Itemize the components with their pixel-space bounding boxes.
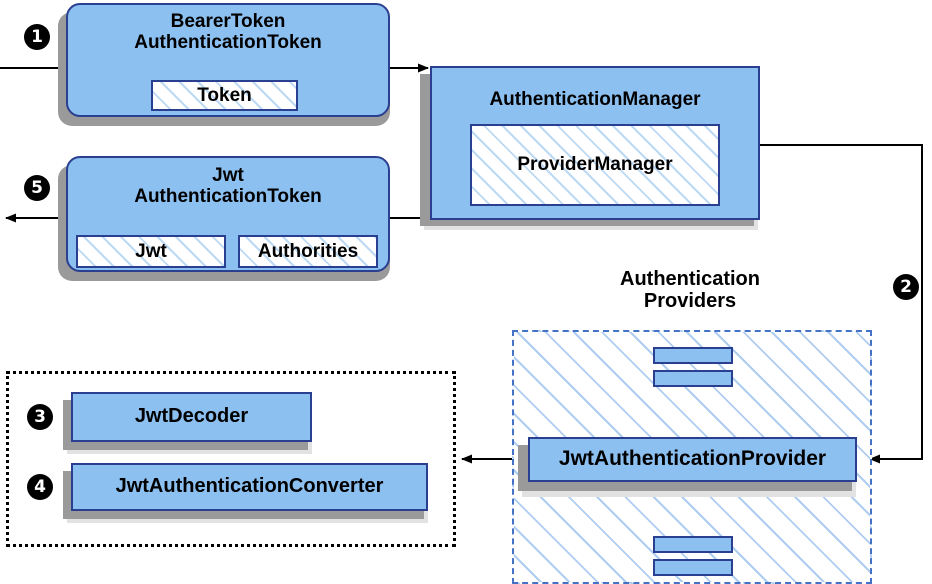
compartment-provider-manager-label: ProviderManager bbox=[517, 154, 673, 175]
step-marker-5: 5 bbox=[24, 175, 50, 201]
authentication-providers-caption: Authentication Providers bbox=[560, 268, 820, 313]
step-marker-1: 1 bbox=[24, 24, 50, 50]
compartment-jwt-label: Jwt bbox=[135, 240, 167, 262]
node-jwt-authentication-converter[interactable]: JwtAuthenticationConverter bbox=[71, 463, 428, 511]
provider-bar-top-1 bbox=[653, 347, 733, 364]
step-marker-1-label: 1 bbox=[31, 26, 43, 47]
jwt-provider-label: JwtAuthenticationProvider bbox=[558, 447, 827, 471]
compartment-provider-manager: ProviderManager bbox=[470, 124, 720, 206]
node-jwt-authentication-provider[interactable]: JwtAuthenticationProvider bbox=[528, 437, 857, 482]
compartment-token: Token bbox=[151, 80, 298, 111]
jwt-token-title-line2: AuthenticationToken bbox=[134, 185, 322, 207]
bearer-token-title: BearerToken AuthenticationToken bbox=[134, 11, 322, 53]
provider-bar-top-2 bbox=[653, 370, 733, 387]
provider-bar-bottom-1 bbox=[653, 536, 733, 553]
step-marker-5-label: 5 bbox=[31, 177, 43, 198]
node-jwt-authentication-token[interactable]: Jwt AuthenticationToken bbox=[66, 156, 390, 272]
step-marker-3-label: 3 bbox=[34, 406, 46, 427]
jwt-token-title-line1: Jwt bbox=[212, 165, 244, 186]
provider-bar-bottom-2 bbox=[653, 559, 733, 576]
support-objects-region bbox=[6, 371, 456, 547]
providers-caption-line2: Providers bbox=[643, 290, 737, 313]
jwt-decoder-label: JwtDecoder bbox=[134, 405, 249, 428]
bearer-token-title-line2: AuthenticationToken bbox=[134, 31, 322, 53]
compartment-authorities-label: Authorities bbox=[257, 240, 359, 262]
step-marker-4: 4 bbox=[27, 474, 53, 500]
step-marker-2-label: 2 bbox=[900, 276, 912, 297]
step-marker-2: 2 bbox=[893, 274, 919, 300]
providers-caption-line1: Authentication bbox=[620, 268, 760, 290]
jwt-token-title: Jwt AuthenticationToken bbox=[134, 165, 322, 207]
step-marker-3: 3 bbox=[27, 404, 53, 430]
compartment-jwt: Jwt bbox=[76, 235, 226, 268]
bearer-token-title-line1: BearerToken bbox=[170, 11, 286, 32]
compartment-token-label: Token bbox=[197, 84, 252, 106]
jwt-converter-label: JwtAuthenticationConverter bbox=[115, 475, 384, 498]
compartment-authorities: Authorities bbox=[238, 235, 378, 268]
auth-manager-title: AuthenticationManager bbox=[489, 89, 701, 110]
node-jwt-decoder[interactable]: JwtDecoder bbox=[71, 392, 312, 442]
step-marker-4-label: 4 bbox=[34, 476, 46, 497]
